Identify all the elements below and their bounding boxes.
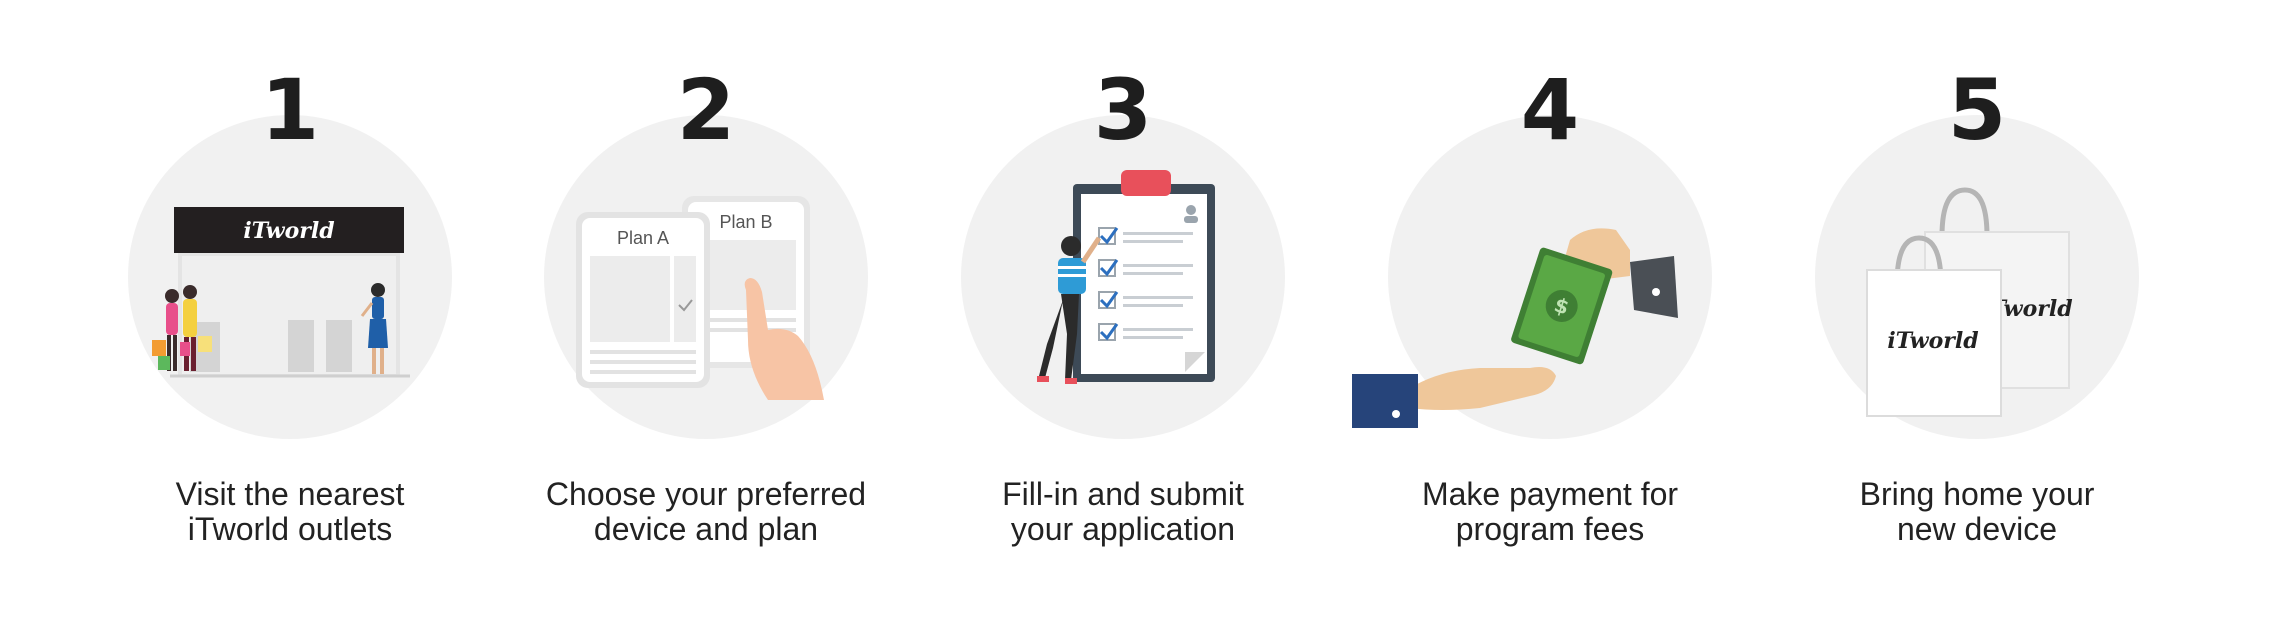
step-caption: Make payment for program fees xyxy=(1421,476,1679,547)
svg-text:iTworld: iTworld xyxy=(1887,328,1978,354)
step-number: 1 xyxy=(260,61,320,159)
step-5: 5 iTworld iTworld Bring home your new de… xyxy=(1757,0,2197,626)
shopping-bags-illustration: iTworld iTworld xyxy=(1866,187,2073,417)
plan-selection-illustration: Plan B Plan A xyxy=(576,196,824,400)
step-1: 1 iTworld xyxy=(70,0,510,626)
checklist xyxy=(1098,227,1119,341)
step-caption: Fill-in and submit your application xyxy=(1002,476,1244,547)
user-icon xyxy=(1186,205,1196,215)
check-icon xyxy=(678,299,693,312)
step-caption: Choose your preferred device and plan xyxy=(545,476,867,547)
pointing-hand-icon xyxy=(744,278,824,400)
application-form-illustration xyxy=(1037,170,1215,384)
svg-text:Plan A: Plan A xyxy=(617,228,669,248)
cash-icon: $ xyxy=(1511,247,1613,365)
step-number: 3 xyxy=(1093,61,1153,159)
shoppers-icon xyxy=(152,285,212,371)
store-sign xyxy=(174,207,404,253)
storefront-illustration: iTworld xyxy=(152,207,410,378)
step-3: 3 xyxy=(903,0,1343,626)
step-number: 4 xyxy=(1520,61,1580,159)
step-number: 5 xyxy=(1947,61,2007,159)
step-2: 2 Plan B Plan A Choose your preferred de… xyxy=(486,0,926,626)
step-4: 4 $ Make payment for program fees xyxy=(1330,0,1770,626)
page-curl-icon xyxy=(1185,352,1205,372)
svg-text:Plan B: Plan B xyxy=(719,212,772,232)
woman-figure-icon xyxy=(360,283,388,374)
shopping-bag-front-icon: iTworld xyxy=(1866,235,2002,417)
plan-a-card: Plan A xyxy=(576,212,710,388)
step-caption: Bring home your new device xyxy=(1859,476,2095,547)
step-number: 2 xyxy=(676,61,736,159)
step-caption: Visit the nearest iTworld outlets xyxy=(175,476,405,547)
receiving-hand-icon xyxy=(1352,367,1556,428)
clip-icon xyxy=(1121,170,1171,196)
payment-illustration: $ xyxy=(1352,228,1678,428)
store-logo: iTworld xyxy=(243,218,334,244)
person-figure-icon xyxy=(1037,236,1102,384)
